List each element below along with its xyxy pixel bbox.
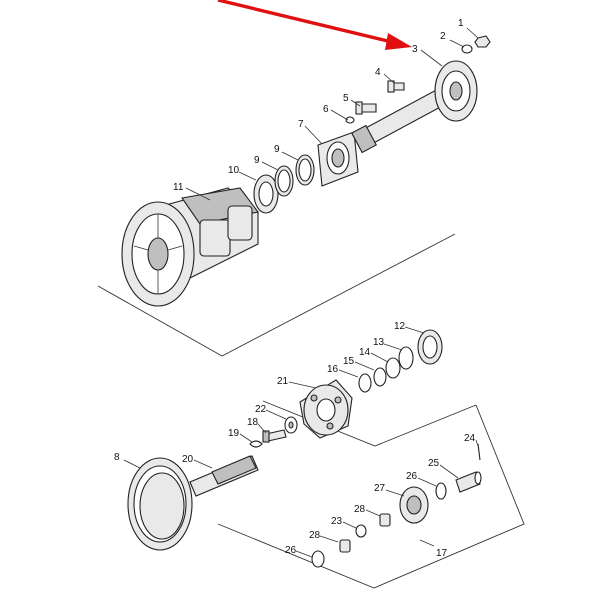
washer-part-2: [461, 44, 473, 54]
lower-group-frame-a: [262, 400, 477, 447]
upper-group-frame: [97, 233, 456, 357]
callout-18: 18: [247, 417, 259, 428]
callout-5: 5: [343, 93, 349, 104]
callout-12: 12: [394, 321, 406, 332]
washer-part-22: [284, 416, 298, 434]
bearing-part-10: [253, 174, 279, 214]
bolt-part-18: [262, 429, 287, 443]
bolt-part-4: [387, 80, 405, 93]
planet-carrier-part-21: [299, 379, 353, 439]
flange-plate-part-7: [317, 131, 359, 187]
washer-part-26-b: [311, 550, 325, 568]
planet-gear-part-27: [399, 486, 429, 524]
clip-part-19: [249, 440, 263, 448]
nut-part-1: [474, 35, 491, 48]
ring-part-9-a: [274, 165, 294, 197]
callout-3: 3: [412, 44, 418, 55]
callout-26-a: 26: [406, 471, 418, 482]
callout-10: 10: [228, 165, 240, 176]
callout-28-a: 28: [354, 504, 366, 515]
bearing-part-12: [417, 329, 443, 365]
sun-shaft-part-20: [189, 455, 259, 497]
callout-9-a: 9: [274, 144, 280, 155]
callout-16: 16: [327, 364, 339, 375]
callout-14: 14: [359, 347, 371, 358]
housing-part-11: [121, 187, 259, 307]
callout-6: 6: [323, 104, 329, 115]
callout-19: 19: [228, 428, 240, 439]
callout-26-b: 26: [285, 545, 297, 556]
ring-part-13: [398, 346, 414, 370]
axle-shaft-part-3: [351, 60, 478, 154]
ring-part-9-b: [295, 154, 315, 186]
callout-27: 27: [374, 483, 386, 494]
pin-part-25: [455, 471, 482, 493]
callout-7: 7: [298, 119, 304, 130]
callout-20: 20: [182, 454, 194, 465]
ring-part-14: [385, 357, 401, 379]
callout-4: 4: [375, 67, 381, 78]
ring-part-15: [373, 367, 387, 387]
bolt-part-5: [355, 101, 377, 115]
callout-8: 8: [114, 452, 120, 463]
ring-gear-part-8: [127, 457, 193, 551]
callout-22: 22: [255, 404, 267, 415]
callout-28-b: 28: [309, 530, 321, 541]
callout-13: 13: [373, 337, 385, 348]
callout-23: 23: [331, 516, 343, 527]
lower-group-frame-b: [217, 404, 525, 589]
pin-part-24: [477, 443, 481, 461]
callout-24: 24: [464, 433, 476, 444]
washer-part-26-a: [435, 482, 447, 500]
leader-lines: [123, 27, 479, 558]
callout-21: 21: [277, 376, 289, 387]
ring-part-16: [358, 373, 372, 393]
needle-bearing-part-28-a: [379, 513, 391, 527]
washer-part-6: [345, 116, 355, 124]
needle-bearing-part-28-b: [339, 539, 351, 553]
red-arrow-icon: [217, 0, 412, 50]
callout-2: 2: [440, 31, 446, 42]
callout-1: 1: [458, 18, 464, 29]
callout-15: 15: [343, 356, 355, 367]
callout-17: 17: [436, 548, 448, 559]
ring-part-23: [355, 524, 367, 538]
callout-11: 11: [173, 182, 184, 193]
callout-9-b: 9: [254, 155, 260, 166]
callout-25: 25: [428, 458, 440, 469]
